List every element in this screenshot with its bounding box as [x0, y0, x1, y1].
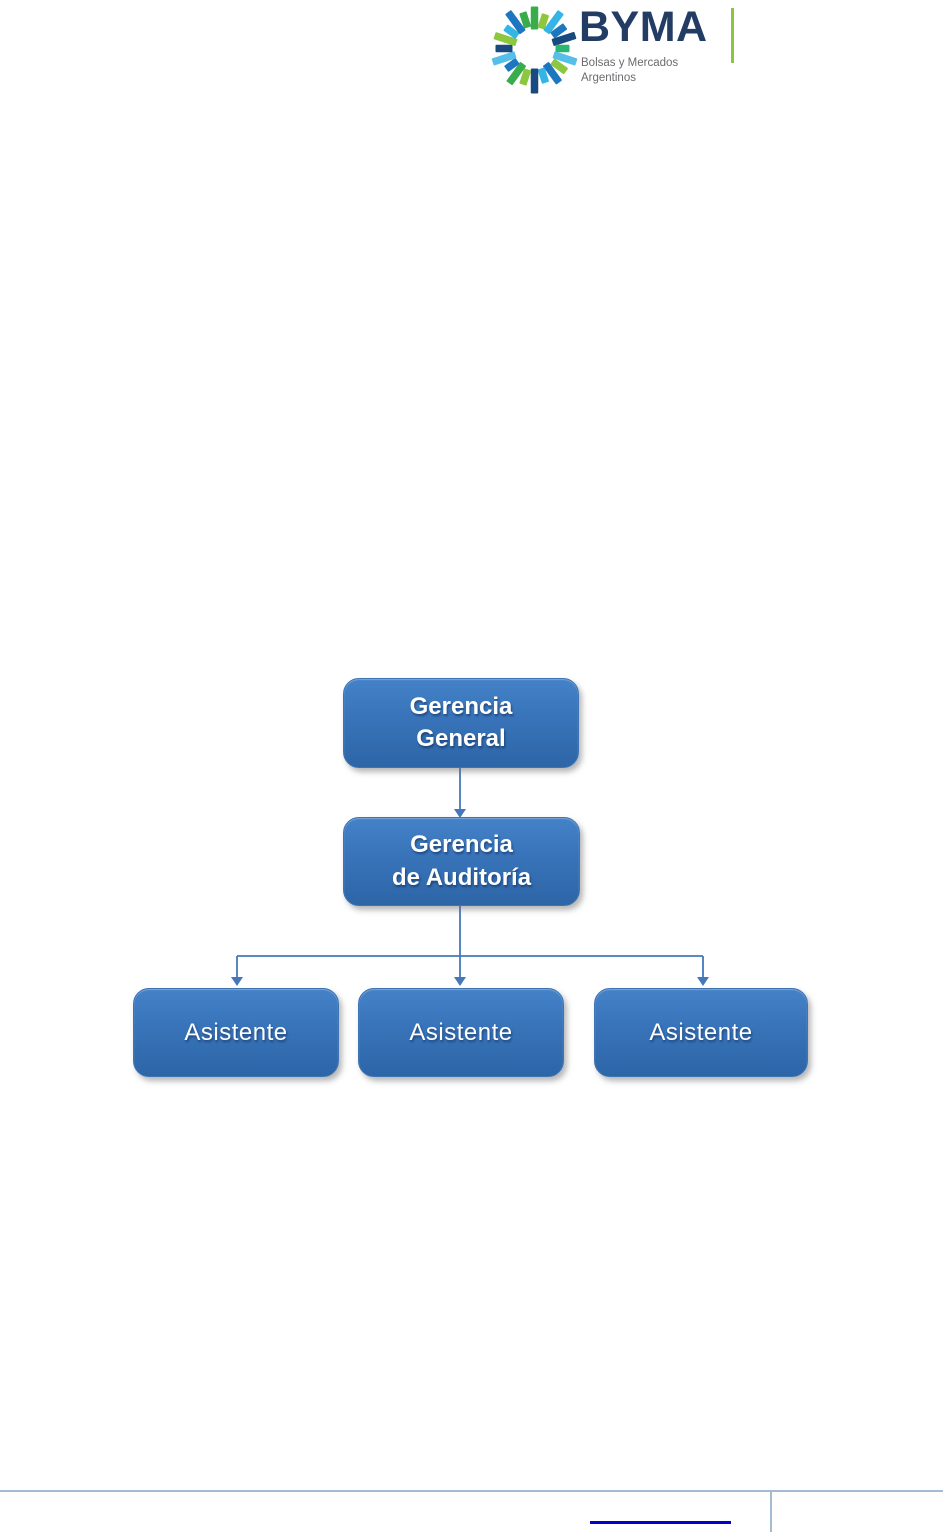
ring-segment: [491, 51, 517, 66]
brand-subtitle: Bolsas y Mercados Argentinos: [581, 57, 679, 85]
org-node-gerencia-auditoria: Gerencia de Auditoría: [343, 817, 580, 906]
logo-accent-divider: [731, 8, 734, 63]
ring-segment: [543, 10, 564, 35]
org-node-asistente-3: Asistente: [594, 988, 808, 1077]
ring-segment: [503, 24, 520, 39]
ring-segment: [504, 58, 520, 72]
ring-segment: [505, 10, 526, 35]
ring-segment: [552, 51, 578, 66]
ring-segment: [519, 11, 532, 29]
ring-segment: [551, 31, 577, 46]
ring-segment: [555, 44, 570, 53]
ring-segment: [550, 58, 568, 75]
footer-underline: [590, 1521, 731, 1524]
connector-left-arrowhead: [231, 977, 243, 986]
connector-center-arrowhead: [454, 977, 466, 986]
ring-segment: [537, 67, 549, 84]
ring-segment: [506, 62, 526, 86]
ring-segment: [495, 44, 513, 53]
ring-segment: [550, 23, 568, 39]
org-node-asistente-2: Asistente: [358, 988, 564, 1077]
org-node-gerencia-general: Gerencia General: [343, 678, 579, 768]
brand-wordmark: BYMA: [579, 3, 708, 51]
ring-segment: [543, 62, 562, 85]
org-chart-connectors: [231, 766, 709, 986]
ring-segment: [519, 68, 532, 86]
byma-ring-icon: [491, 6, 578, 94]
ring-segment: [530, 68, 539, 94]
org-node-asistente-1: Asistente: [133, 988, 339, 1077]
connector-right-arrowhead: [697, 977, 709, 986]
footer-vertical-divider: [770, 1492, 772, 1532]
ring-segment: [530, 6, 539, 30]
footer-divider: [0, 1490, 943, 1492]
ring-segment: [493, 32, 518, 46]
ring-segment: [537, 13, 549, 30]
